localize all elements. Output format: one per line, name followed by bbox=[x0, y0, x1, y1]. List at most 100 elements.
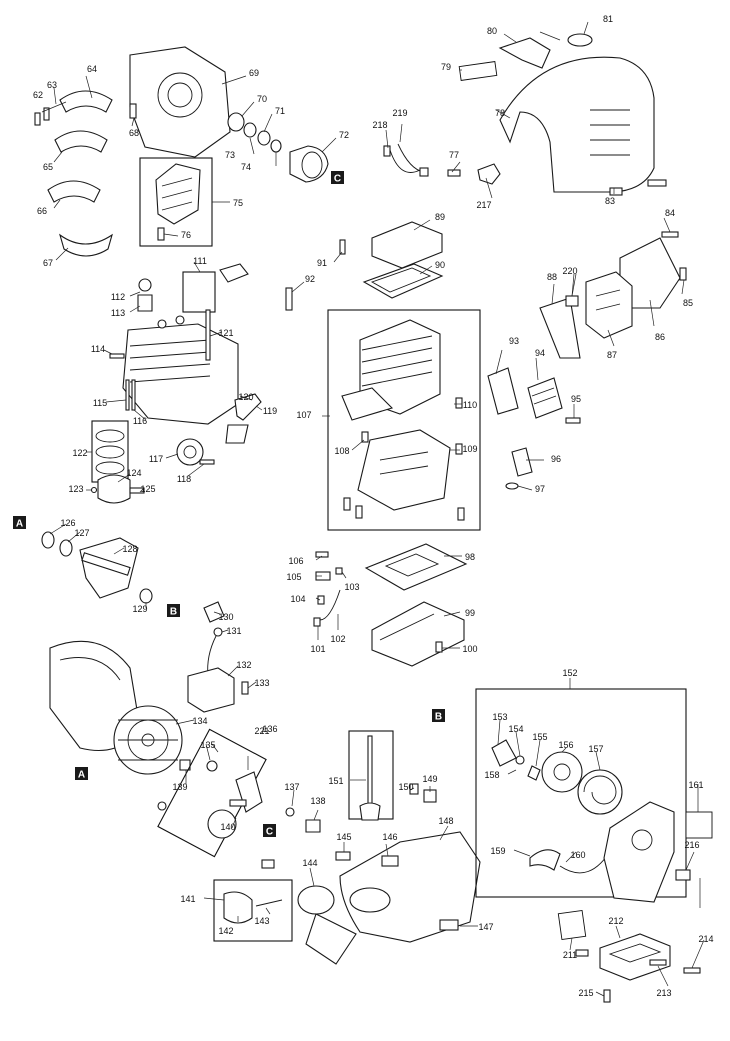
part-number-124: 124 bbox=[126, 468, 141, 478]
part-number-108: 108 bbox=[334, 446, 349, 456]
muffler-group bbox=[487, 231, 687, 490]
part-number-143: 143 bbox=[254, 916, 269, 926]
part-number-91: 91 bbox=[317, 258, 327, 268]
part-number-121: 121 bbox=[218, 328, 233, 338]
part-number-72: 72 bbox=[339, 130, 349, 140]
flywheel-group bbox=[49, 640, 321, 869]
part-number-218: 218 bbox=[372, 120, 387, 130]
part-number-216: 216 bbox=[684, 840, 699, 850]
tag-marker: C bbox=[331, 171, 344, 185]
part-number-78: 78 bbox=[495, 108, 505, 118]
part-number-213: 213 bbox=[656, 988, 671, 998]
part-number-75: 75 bbox=[233, 198, 243, 208]
tag-label: A bbox=[78, 770, 85, 781]
part-number-152: 152 bbox=[562, 668, 577, 678]
wire-harness-group bbox=[383, 143, 429, 177]
tag-label: B bbox=[170, 607, 177, 618]
part-number-62: 62 bbox=[33, 90, 43, 100]
part-number-155: 155 bbox=[532, 732, 547, 742]
part-number-144: 144 bbox=[302, 858, 317, 868]
cylinder-head-group bbox=[109, 263, 262, 466]
part-number-71: 71 bbox=[275, 106, 285, 116]
part-number-151: 151 bbox=[328, 776, 343, 786]
part-number-145: 145 bbox=[336, 832, 351, 842]
part-number-99: 99 bbox=[465, 608, 475, 618]
tag-marker: C bbox=[263, 824, 276, 838]
part-number-130: 130 bbox=[218, 612, 233, 622]
part-number-106: 106 bbox=[288, 556, 303, 566]
part-number-138: 138 bbox=[310, 796, 325, 806]
part-number-161: 161 bbox=[688, 780, 703, 790]
tag-label: A bbox=[16, 519, 23, 530]
part-number-160: 160 bbox=[570, 850, 585, 860]
part-number-119: 119 bbox=[263, 406, 277, 416]
part-number-102: 102 bbox=[330, 634, 345, 644]
part-number-127: 127 bbox=[74, 528, 89, 538]
part-number-221: 221 bbox=[254, 726, 269, 736]
part-number-159: 159 bbox=[490, 846, 505, 856]
bracket-group bbox=[557, 909, 701, 1003]
part-number-83: 83 bbox=[605, 196, 615, 206]
part-number-77: 77 bbox=[449, 150, 459, 160]
part-number-123: 123 bbox=[68, 484, 83, 494]
part-number-96: 96 bbox=[551, 454, 561, 464]
fuel-tank-group bbox=[297, 730, 481, 965]
part-number-120: 120 bbox=[238, 392, 253, 402]
part-number-89: 89 bbox=[435, 212, 445, 222]
part-number-118: 118 bbox=[177, 474, 191, 484]
part-number-65: 65 bbox=[43, 162, 53, 172]
part-number-66: 66 bbox=[37, 206, 47, 216]
clutch-housing-group bbox=[34, 46, 329, 257]
tag-marker: B bbox=[432, 709, 445, 723]
part-number-220: 220 bbox=[562, 266, 577, 276]
part-number-158: 158 bbox=[484, 770, 499, 780]
ignition-coil-group bbox=[187, 601, 249, 713]
part-number-109: 109 bbox=[462, 444, 477, 454]
part-number-147: 147 bbox=[478, 922, 493, 932]
part-number-103: 103 bbox=[344, 582, 359, 592]
part-number-211: 211 bbox=[563, 950, 577, 960]
part-number-140: 140 bbox=[220, 822, 235, 832]
piston-group bbox=[90, 420, 145, 504]
part-number-135: 135 bbox=[200, 740, 215, 750]
part-number-112: 112 bbox=[111, 292, 125, 302]
callout-tags: C A B A C B bbox=[13, 171, 445, 838]
part-number-81: 81 bbox=[603, 14, 613, 24]
part-number-63: 63 bbox=[47, 80, 57, 90]
part-number-67: 67 bbox=[43, 258, 53, 268]
part-number-146: 146 bbox=[382, 832, 397, 842]
part-number-100: 100 bbox=[462, 644, 477, 654]
oil-tank-group bbox=[313, 543, 468, 667]
part-number-149: 149 bbox=[422, 774, 437, 784]
part-number-142: 142 bbox=[218, 926, 233, 936]
part-number-110: 110 bbox=[463, 400, 477, 410]
part-number-69: 69 bbox=[249, 68, 259, 78]
part-number-134: 134 bbox=[192, 716, 207, 726]
part-number-73: 73 bbox=[225, 150, 235, 160]
part-number-84: 84 bbox=[665, 208, 675, 218]
part-number-76: 76 bbox=[181, 230, 191, 240]
part-number-116: 116 bbox=[133, 416, 147, 426]
engine-cover-group bbox=[447, 33, 667, 196]
crankshaft-group bbox=[41, 531, 153, 604]
part-number-117: 117 bbox=[149, 454, 163, 464]
part-number-86: 86 bbox=[655, 332, 665, 342]
part-number-115: 115 bbox=[93, 398, 107, 408]
part-number-157: 157 bbox=[588, 744, 603, 754]
part-number-137: 137 bbox=[284, 782, 299, 792]
part-number-85: 85 bbox=[683, 298, 693, 308]
tag-marker: B bbox=[167, 604, 180, 618]
part-number-214: 214 bbox=[698, 934, 713, 944]
part-number-70: 70 bbox=[257, 94, 267, 104]
part-number-101: 101 bbox=[310, 644, 325, 654]
part-number-95: 95 bbox=[571, 394, 581, 404]
part-number-107: 107 bbox=[296, 410, 311, 420]
tag-label: B bbox=[435, 712, 442, 723]
part-number-133: 133 bbox=[254, 678, 269, 688]
part-number-111: 111 bbox=[193, 256, 207, 266]
part-number-92: 92 bbox=[305, 274, 315, 284]
part-number-88: 88 bbox=[547, 272, 557, 282]
part-number-139: 139 bbox=[172, 782, 187, 792]
part-number-93: 93 bbox=[509, 336, 519, 346]
